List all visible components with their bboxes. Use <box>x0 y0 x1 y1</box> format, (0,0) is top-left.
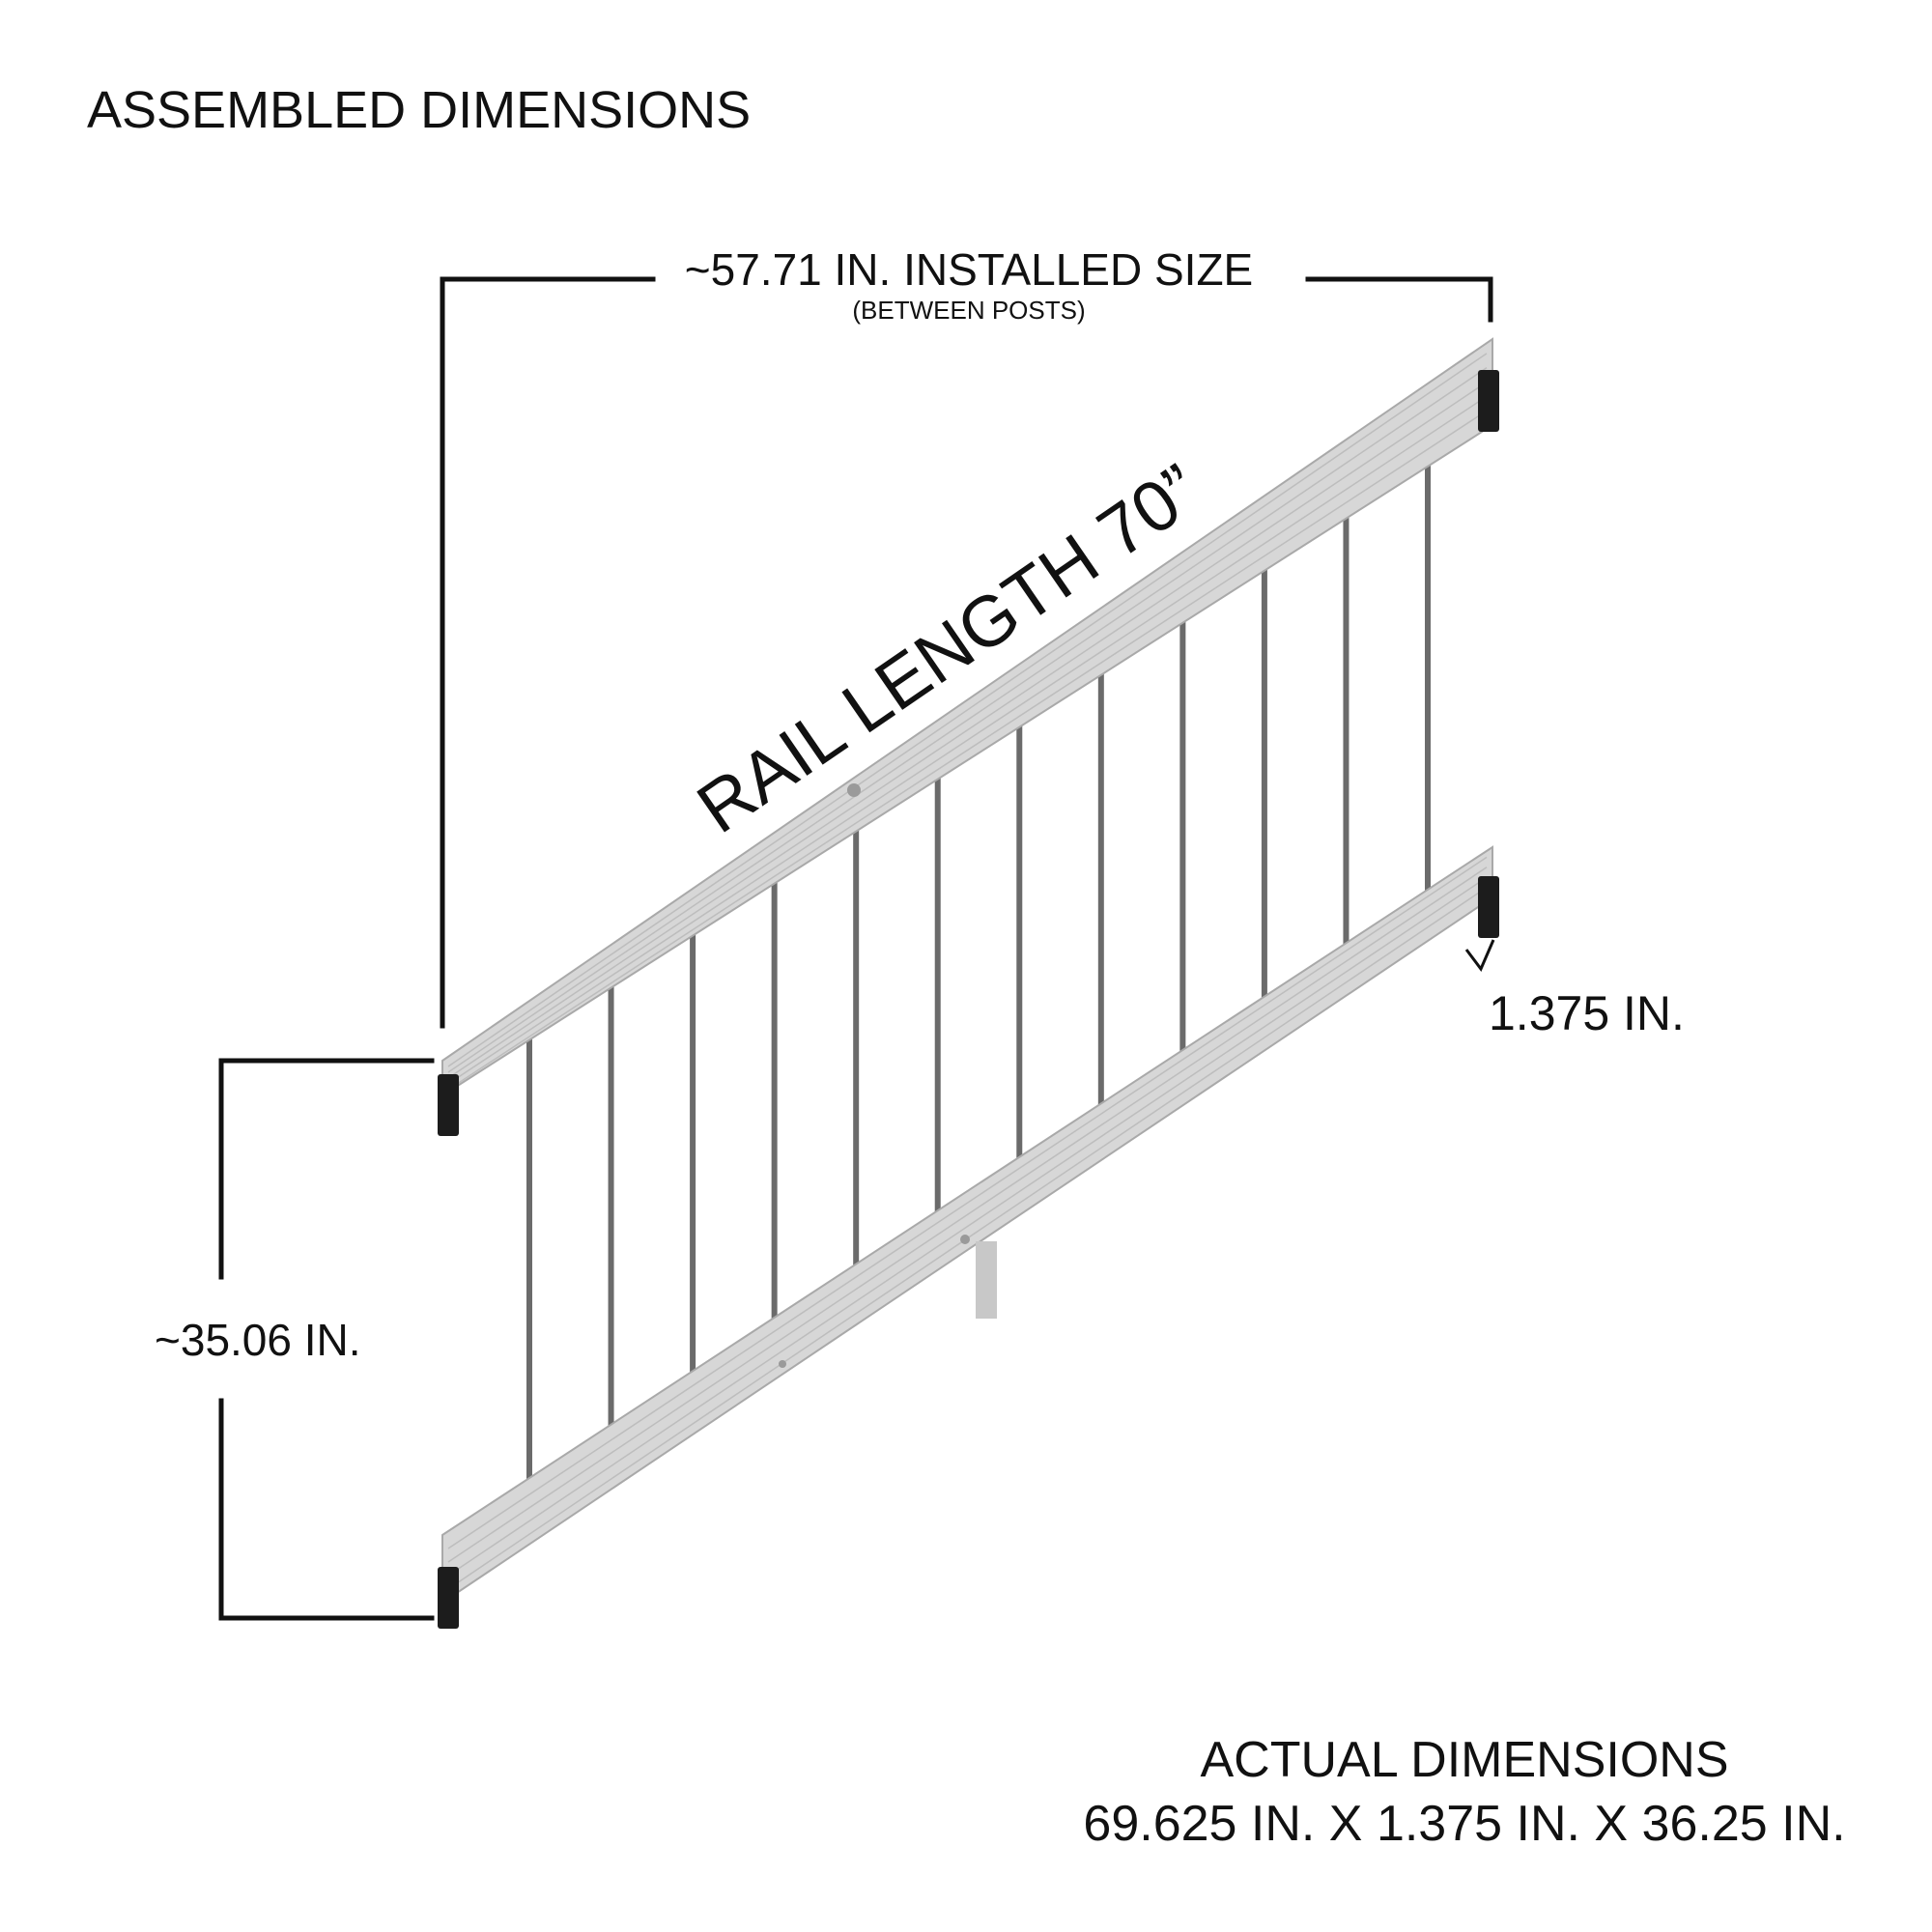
baluster <box>1179 618 1186 1055</box>
top-rail-knot <box>847 783 861 797</box>
height-dimension: ~35.06 IN. <box>155 1058 435 1621</box>
baluster <box>1016 723 1023 1161</box>
baluster <box>1343 514 1350 948</box>
baluster <box>526 1036 532 1483</box>
thickness-label: 1.375 IN. <box>1489 986 1685 1040</box>
actual-dimensions: ACTUAL DIMENSIONS 69.625 IN. X 1.375 IN.… <box>1083 1732 1845 1852</box>
top-rail-grain <box>447 353 1488 1091</box>
wood-grain-line <box>447 353 1488 1067</box>
bottom-support <box>976 1241 997 1319</box>
installed-size-label: ~57.71 IN. INSTALLED SIZE <box>685 244 1253 295</box>
thickness-dimension: 1.375 IN. <box>1464 939 1685 1040</box>
top-left-bracket <box>438 1074 459 1136</box>
bottom-rail <box>441 845 1493 1605</box>
installed-size-dimension: ~57.71 IN. INSTALLED SIZE (BETWEEN POSTS… <box>440 244 1493 1029</box>
railing-illustration <box>438 337 1499 1629</box>
bottom-rail-knot <box>960 1235 970 1244</box>
baluster <box>853 827 860 1268</box>
baluster <box>934 775 941 1215</box>
baluster <box>771 879 778 1321</box>
actual-dimensions-values: 69.625 IN. X 1.375 IN. X 36.25 IN. <box>1083 1796 1845 1852</box>
bottom-left-bracket <box>438 1567 459 1629</box>
balusters <box>526 462 1431 1483</box>
baluster <box>1261 566 1267 1001</box>
baluster <box>1097 670 1104 1108</box>
wood-grain-line <box>447 876 1488 1577</box>
height-label: ~35.06 IN. <box>155 1315 361 1365</box>
actual-dimensions-heading: ACTUAL DIMENSIONS <box>1200 1732 1728 1788</box>
wood-grain-line <box>447 856 1488 1549</box>
baluster <box>1425 462 1431 894</box>
installed-size-line-left <box>440 276 656 1029</box>
wood-grain-line <box>447 867 1488 1563</box>
wood-grain-line <box>447 410 1488 1091</box>
height-line-bottom <box>218 1398 435 1621</box>
installed-size-line-right <box>1305 276 1493 323</box>
diagram-title: ASSEMBLED DIMENSIONS <box>87 81 751 139</box>
thickness-arrow <box>1464 939 1495 972</box>
wood-grain-line <box>447 395 1488 1085</box>
wood-grain-line <box>447 367 1488 1073</box>
wood-grain-line <box>447 381 1488 1079</box>
bottom-rail-knot-2 <box>779 1360 786 1368</box>
top-right-bracket <box>1478 370 1499 432</box>
baluster <box>690 931 696 1376</box>
bottom-right-bracket <box>1478 876 1499 938</box>
height-line-top <box>218 1058 435 1280</box>
installed-size-sublabel: (BETWEEN POSTS) <box>852 296 1085 325</box>
baluster <box>608 983 614 1429</box>
